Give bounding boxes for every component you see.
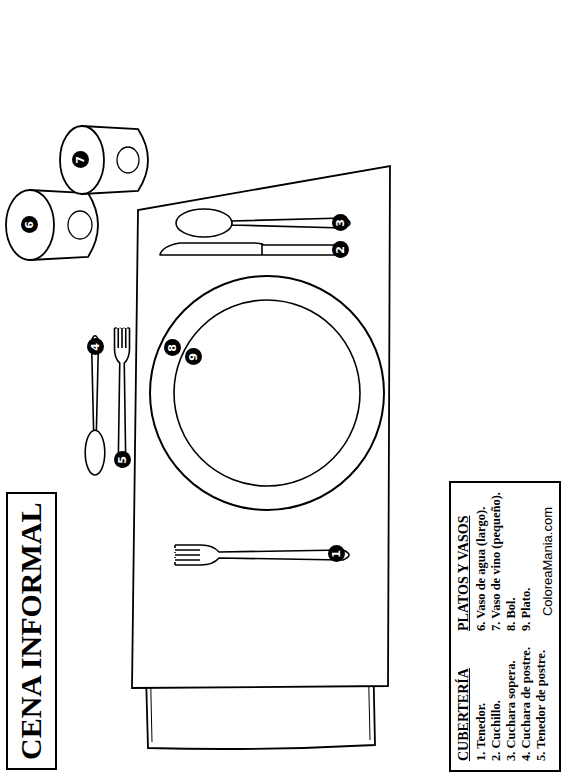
wine-glass [60,126,148,194]
page-title: CENA INFORMAL [6,492,57,770]
soup-spoon [176,209,350,237]
key-entry: 9. Plato. [519,492,534,631]
callout-number: 8 [164,340,181,357]
dessert-fork [115,328,130,467]
key-entry: 1. Tenedor. [474,647,489,761]
callout-number: 1 [328,546,345,563]
key-heading: CUBERTERÍA [456,647,473,761]
plate [150,276,384,510]
key-entry: 5. Tenedor de postre. [534,647,549,761]
knife [160,243,346,255]
fork [175,545,349,565]
callout-number: 3 [332,215,349,232]
key-box: CUBERTERÍA1. Tenedor.2. Cuchillo.3. Cuch… [449,481,561,772]
key-entry: 6. Vaso de agua (largo). [474,492,489,631]
key-entry: 3. Cuchara sopera. [504,647,519,761]
placemat [132,166,390,688]
callout-number: 2 [332,242,349,259]
callout-number: 5 [114,452,131,469]
key-column: CUBERTERÍA1. Tenedor.2. Cuchillo.3. Cuch… [456,647,555,761]
key-column: PLATOS Y VASOS6. Vaso de agua (largo).7.… [456,492,555,631]
key-entry: 4. Cuchara de postre. [519,647,534,761]
website-credit: ColoreaMania.com [540,492,556,631]
key-entry: 7. Vaso de vino (pequeño). [489,492,504,631]
key-entry: 2. Cuchillo. [489,647,504,761]
callout-number: 9 [185,349,202,366]
callout-number: 7 [72,152,89,169]
key-heading: PLATOS Y VASOS [456,492,473,631]
key-entry: 8. Bol. [504,492,519,631]
dessert-spoon [85,336,105,475]
callout-number: 4 [87,339,104,356]
water-glass [6,190,98,260]
callout-number: 6 [21,217,38,234]
